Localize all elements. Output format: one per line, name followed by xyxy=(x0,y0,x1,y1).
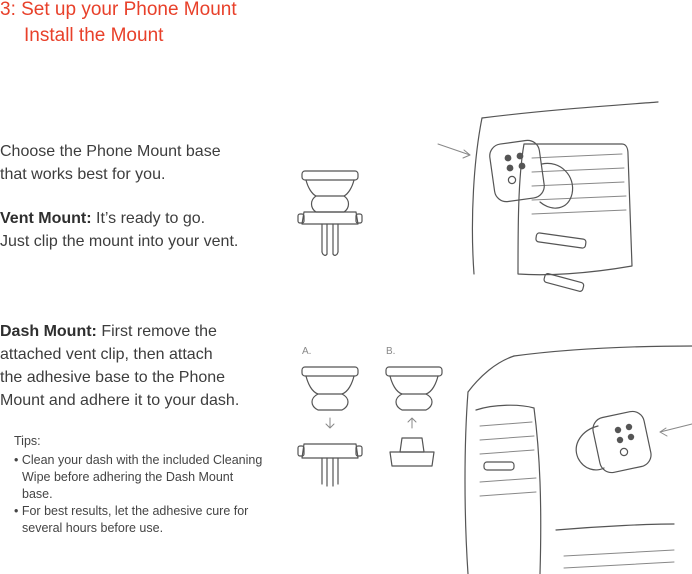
step-subtitle: Install the Mount xyxy=(24,25,164,46)
dash-mount-text: Dash Mount: First remove the attached ve… xyxy=(0,320,280,412)
tip-item: • For best results, let the adhesive cur… xyxy=(14,504,249,535)
dash-mount-text-3: the adhesive base to the Phone xyxy=(0,369,226,386)
intro-text: Choose the Phone Mount base that works b… xyxy=(0,140,270,186)
dash-install-illustration xyxy=(464,345,692,574)
vent-mount-text-2: Just clip the mount into your vent. xyxy=(0,233,239,250)
vent-mount-illustration xyxy=(297,170,363,256)
vent-install-illustration xyxy=(437,101,659,292)
step-title: 3: Set up your Phone Mount xyxy=(0,0,237,20)
dash-mount-text-2: attached vent clip, then attach xyxy=(0,346,213,363)
intro-line-2: that works best for you. xyxy=(0,166,166,183)
dash-mount-label: Dash Mount: xyxy=(0,323,97,340)
tip-item: • Clean your dash with the included Clea… xyxy=(14,453,263,501)
vent-mount-text: Vent Mount: It’s ready to go. Just clip … xyxy=(0,207,280,253)
intro-line-1: Choose the Phone Mount base xyxy=(0,143,221,160)
tips-heading: Tips: xyxy=(14,434,41,448)
dash-step-a-illustration xyxy=(297,366,363,487)
figure-label-b: B. xyxy=(386,346,396,357)
figure-label-a: A. xyxy=(302,346,312,357)
vent-mount-text-1: It’s ready to go. xyxy=(91,210,206,227)
dash-step-b-illustration xyxy=(385,366,443,467)
dash-mount-text-1: First remove the xyxy=(96,323,217,340)
tips-box: Tips: • Clean your dash with the include… xyxy=(14,433,264,537)
dash-mount-text-4: Mount and adhere it to your dash. xyxy=(0,392,240,409)
vent-mount-label: Vent Mount: xyxy=(0,210,92,227)
